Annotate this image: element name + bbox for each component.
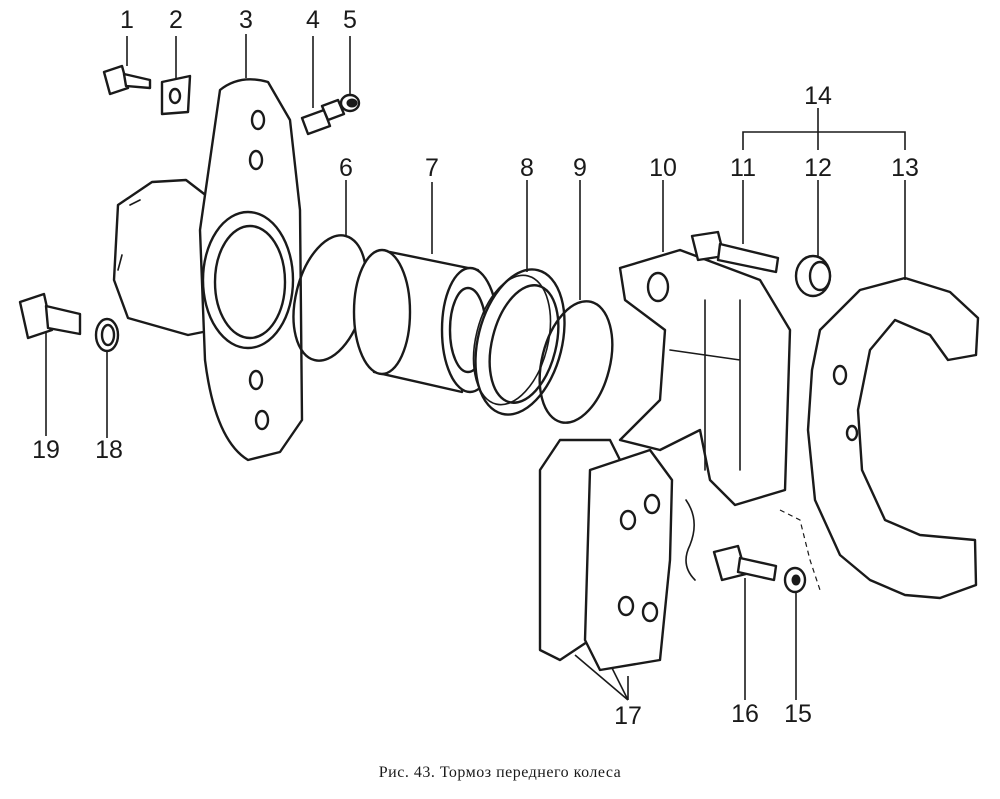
part-18-washer <box>94 317 120 353</box>
label-3: 3 <box>239 6 253 34</box>
label-1: 1 <box>120 6 134 34</box>
label-11: 11 <box>730 154 756 182</box>
label-7: 7 <box>425 154 439 182</box>
label-2: 2 <box>169 6 183 34</box>
part-11-guide-pin <box>690 230 780 274</box>
label-17: 17 <box>614 702 642 730</box>
part-4-bleeder-screw <box>300 98 346 136</box>
label-15: 15 <box>784 700 812 728</box>
part-9-retaining-ring <box>538 300 614 424</box>
assembly-guide-line <box>779 509 821 591</box>
part-3-caliper-housing <box>112 78 304 462</box>
part-15-washer <box>783 566 807 594</box>
label-14: 14 <box>804 82 832 110</box>
part-13-guide-frame <box>806 276 980 600</box>
label-9: 9 <box>573 154 587 182</box>
label-18: 18 <box>95 436 123 464</box>
part-16-bolt <box>712 544 778 582</box>
label-19: 19 <box>32 436 60 464</box>
part-8-dust-boot <box>472 268 566 416</box>
label-12: 12 <box>804 154 832 182</box>
part-17-brake-pads <box>538 438 696 672</box>
part-2-plate <box>160 74 192 116</box>
label-5: 5 <box>343 6 357 34</box>
part-19-bolt <box>18 292 82 340</box>
label-6: 6 <box>339 154 353 182</box>
label-10: 10 <box>649 154 677 182</box>
label-14-bracket <box>742 108 906 150</box>
label-4: 4 <box>306 6 320 34</box>
leader-lines <box>45 34 906 701</box>
label-8: 8 <box>520 154 534 182</box>
part-12-boot <box>794 254 832 298</box>
part-1-bolt <box>102 64 152 96</box>
figure-caption: Рис. 43. Тормоз переднего колеса <box>378 764 622 781</box>
part-10-caliper-bracket <box>618 248 792 507</box>
label-16: 16 <box>731 700 759 728</box>
part-5-cap <box>339 93 361 113</box>
label-13: 13 <box>891 154 919 182</box>
